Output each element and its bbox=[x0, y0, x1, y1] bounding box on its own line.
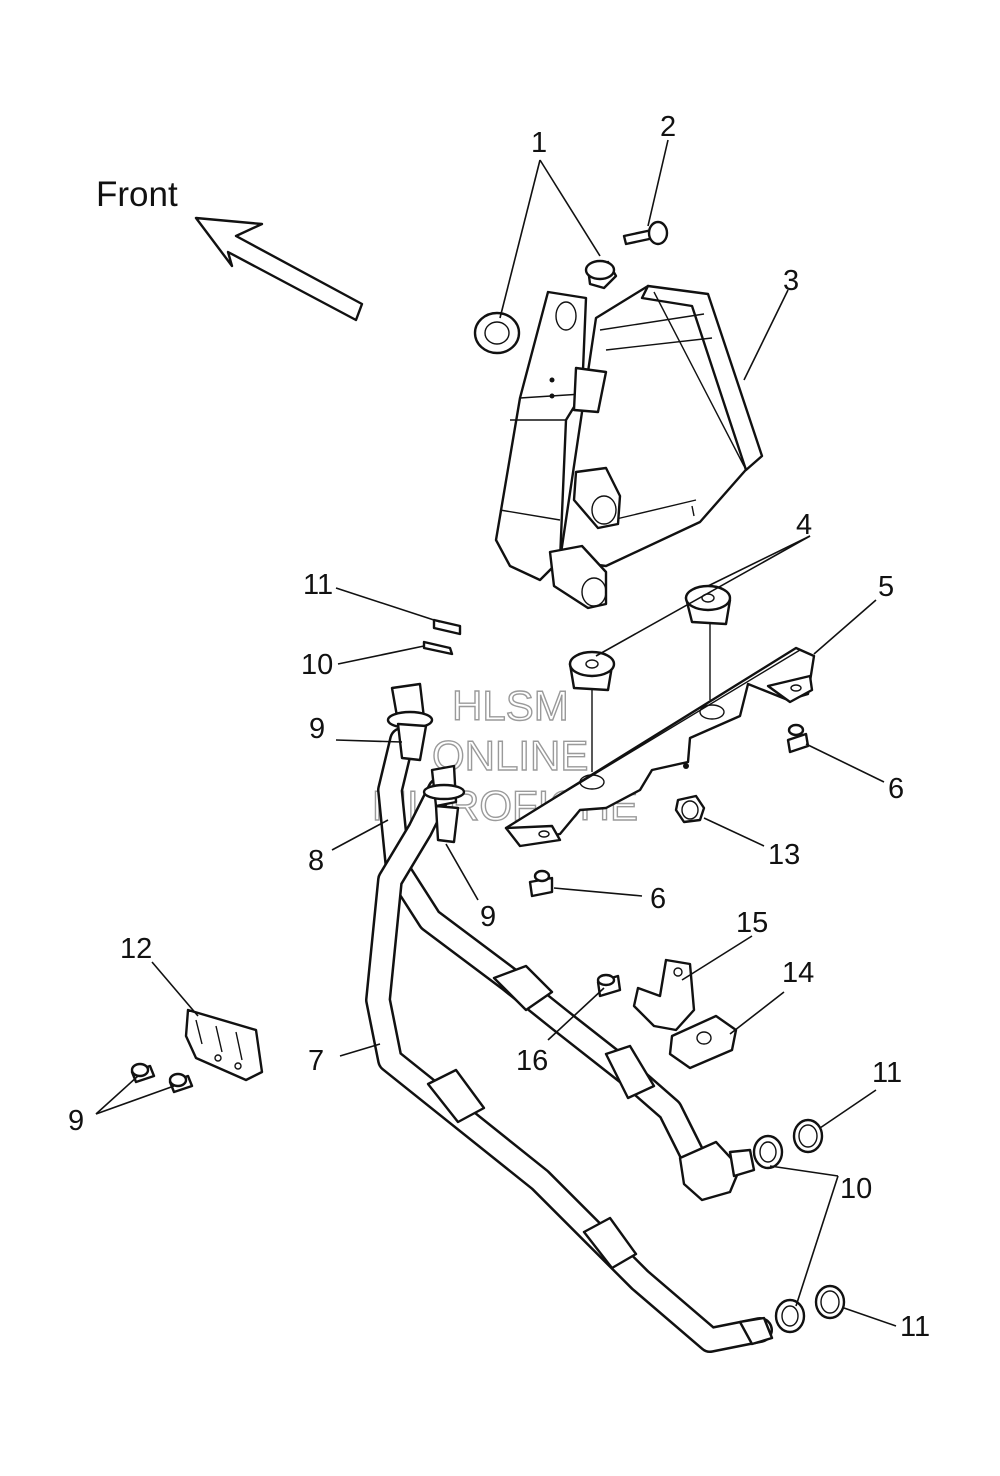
flange-bolt-part bbox=[528, 723, 810, 898]
callout-10-lower: 10 bbox=[840, 1173, 872, 1205]
washer-part bbox=[752, 1118, 846, 1334]
callout-11-middle: 11 bbox=[872, 1057, 902, 1089]
watermark-line-2: ONLINE bbox=[432, 732, 588, 779]
upper-pin-part bbox=[422, 618, 462, 656]
callout-7: 7 bbox=[308, 1045, 324, 1077]
callout-5: 5 bbox=[878, 571, 894, 603]
callout-1: 1 bbox=[531, 127, 547, 159]
callout-3: 3 bbox=[783, 265, 799, 297]
front-arrow-icon bbox=[194, 216, 364, 322]
callout-12: 12 bbox=[120, 933, 152, 965]
rubber-mount-part bbox=[568, 584, 732, 772]
callout-11-upper: 11 bbox=[303, 569, 333, 601]
line-clip-part bbox=[632, 958, 696, 1032]
callout-4: 4 bbox=[796, 509, 812, 541]
grommet-part bbox=[473, 259, 618, 355]
callout-9-upper: 9 bbox=[309, 713, 325, 745]
mounting-bracket-part bbox=[504, 646, 816, 848]
callout-9-center: 9 bbox=[480, 901, 496, 933]
callout-13: 13 bbox=[768, 839, 800, 871]
oil-line-8-part bbox=[377, 682, 756, 1202]
callout-14: 14 bbox=[782, 957, 814, 989]
callout-11-lower: 11 bbox=[900, 1311, 930, 1343]
callout-8: 8 bbox=[308, 845, 324, 877]
guide-plate-part bbox=[184, 1008, 264, 1082]
oil-line-7-part bbox=[365, 764, 774, 1353]
callout-15: 15 bbox=[736, 907, 768, 939]
cap-screw-part bbox=[130, 1062, 194, 1094]
callout-10-upper: 10 bbox=[301, 649, 333, 681]
front-label: Front bbox=[96, 175, 178, 214]
callout-6-right: 6 bbox=[888, 773, 904, 805]
oil-cooler-part bbox=[494, 284, 764, 610]
callout-6-center: 6 bbox=[650, 883, 666, 915]
rubber-clamp-part bbox=[668, 1014, 738, 1070]
bolt-part bbox=[622, 220, 669, 246]
small-clamp-part bbox=[674, 794, 706, 824]
leader-lines bbox=[95, 139, 897, 1327]
callout-16: 16 bbox=[516, 1045, 548, 1077]
watermark-line-1: HLSM bbox=[452, 682, 569, 729]
callout-2: 2 bbox=[660, 111, 676, 143]
callout-9-lower: 9 bbox=[68, 1105, 84, 1137]
screw-part bbox=[596, 973, 622, 998]
callouts: 1 2 3 4 5 6 6 7 8 9 9 9 10 10 11 11 11 1… bbox=[68, 111, 930, 1343]
